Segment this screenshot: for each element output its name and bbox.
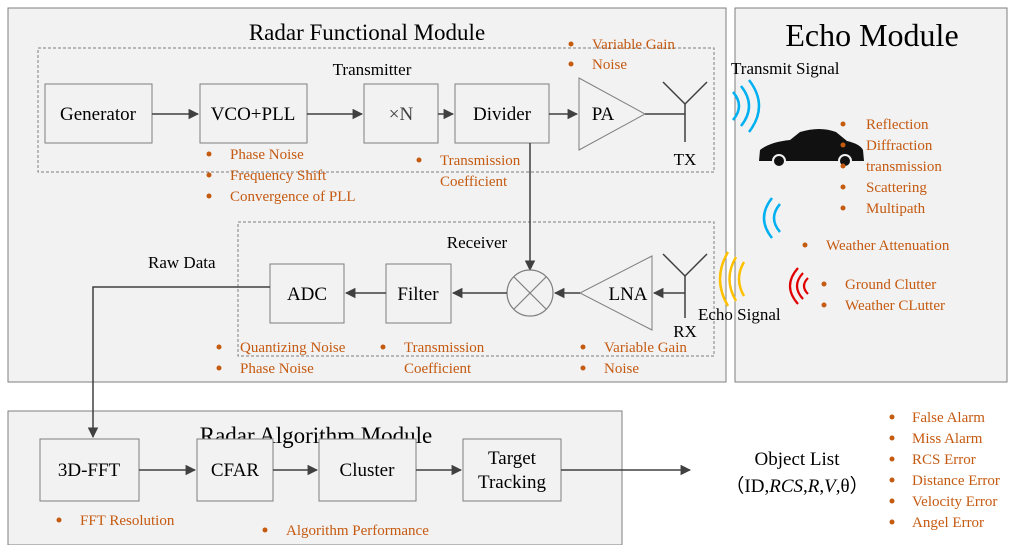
- receiver-label: Receiver: [447, 233, 508, 252]
- rx-antenna-icon: [662, 253, 708, 318]
- echo-effects-list: Reflection Diffraction transmission Scat…: [840, 117, 942, 217]
- echo-module-title: Echo Module: [785, 17, 958, 53]
- svg-text:Phase Noise: Phase Noise: [230, 147, 304, 163]
- raw-data-label: Raw Data: [148, 253, 216, 272]
- filter-label: Filter: [397, 284, 439, 305]
- svg-text:Diffraction: Diffraction: [866, 138, 933, 154]
- svg-text:Velocity Error: Velocity Error: [912, 494, 997, 510]
- target-tracking-label-1: Target: [488, 448, 537, 469]
- echo-module-box: [734, 7, 1008, 383]
- transmitter-label: Transmitter: [333, 60, 412, 79]
- cluster-block: [318, 438, 417, 502]
- vco-pll-block: [199, 83, 308, 144]
- lna-label: LNA: [608, 284, 647, 305]
- algorithm-error-list: Algorithm Performance: [262, 523, 429, 539]
- svg-text:RCS Error: RCS Error: [912, 452, 976, 468]
- car-icon: [759, 129, 864, 168]
- object-list-fields: （ID,RCS,R,V,θ）: [725, 475, 868, 497]
- functional-module-title: Radar Functional Module: [249, 20, 485, 45]
- transmit-signal-waves-icon: [732, 79, 761, 133]
- svg-text:Reflection: Reflection: [866, 117, 929, 133]
- pa-amplifier-triangle: [578, 77, 647, 151]
- echo-signal-label: Echo Signal: [698, 305, 781, 324]
- svg-text:Transmission: Transmission: [440, 153, 521, 169]
- svg-text:transmission: transmission: [866, 159, 942, 175]
- svg-text:Variable Gain: Variable Gain: [604, 340, 687, 356]
- svg-text:Convergence of PLL: Convergence of PLL: [230, 189, 356, 205]
- divider-error-list: Transmission Coefficient: [416, 153, 521, 190]
- rx-label: RX: [673, 322, 697, 341]
- divider-label: Divider: [473, 104, 532, 125]
- svg-text:Frequency Shift: Frequency Shift: [230, 168, 327, 184]
- transmit-signal-label: Transmit Signal: [731, 59, 840, 78]
- svg-text:Weather CLutter: Weather CLutter: [845, 298, 945, 314]
- weather-list: Weather Attenuation: [802, 238, 950, 254]
- clutter-list: Ground Clutter Weather CLutter: [821, 277, 945, 314]
- adc-error-list: Quantizing Noise Phase Noise: [216, 340, 346, 377]
- divider-block: [454, 83, 550, 144]
- pa-label: PA: [592, 104, 615, 125]
- adc-label: ADC: [287, 284, 327, 305]
- svg-text:Noise: Noise: [592, 57, 627, 73]
- svg-text:Weather Attenuation: Weather Attenuation: [826, 238, 950, 254]
- target-tracking-label-2: Tracking: [478, 472, 546, 493]
- adc-block: [269, 263, 345, 324]
- weather-waves-icon: [762, 197, 781, 239]
- raw-data-path: [87, 286, 270, 439]
- functional-module-box: [7, 7, 727, 383]
- svg-text:Quantizing Noise: Quantizing Noise: [240, 340, 346, 356]
- svg-text:Coefficient: Coefficient: [440, 174, 508, 190]
- fft-label: 3D-FFT: [58, 460, 121, 481]
- mixer-icon: [506, 269, 554, 317]
- svg-text:Algorithm Performance: Algorithm Performance: [286, 523, 429, 539]
- cluster-label: Cluster: [340, 460, 396, 481]
- transmitter-box: [37, 47, 715, 173]
- svg-text:Ground Clutter: Ground Clutter: [845, 277, 936, 293]
- vco-pll-label: VCO+PLL: [211, 104, 296, 125]
- svg-text:Phase Noise: Phase Noise: [240, 361, 314, 377]
- svg-text:FFT Resolution: FFT Resolution: [80, 513, 175, 529]
- multiplier-label: ×N: [389, 104, 414, 125]
- fft-error-list: FFT Resolution: [56, 513, 175, 529]
- lna-error-list: Variable Gain Noise: [580, 340, 687, 377]
- svg-text:Noise: Noise: [604, 361, 639, 377]
- svg-text:Angel Error: Angel Error: [912, 515, 984, 531]
- lna-amplifier-triangle: [578, 255, 653, 331]
- svg-text:Transmission: Transmission: [404, 340, 485, 356]
- echo-signal-waves-icon: [718, 251, 746, 307]
- clutter-waves-icon: [788, 267, 809, 305]
- svg-text:Variable Gain: Variable Gain: [592, 37, 675, 53]
- tx-label: TX: [674, 150, 697, 169]
- svg-text:False Alarm: False Alarm: [912, 410, 985, 426]
- pa-error-list: Variable Gain Noise: [568, 37, 675, 73]
- receiver-box: [237, 221, 715, 357]
- filter-error-list: Transmission Coefficient: [380, 340, 485, 377]
- vco-error-list: Phase Noise Frequency Shift Convergence …: [206, 147, 356, 205]
- svg-text:Miss Alarm: Miss Alarm: [912, 431, 983, 447]
- object-error-list: False Alarm Miss Alarm RCS Error Distanc…: [889, 410, 1000, 531]
- svg-text:Coefficient: Coefficient: [404, 361, 472, 377]
- target-tracking-block: [462, 438, 562, 502]
- object-list-label: Object List: [755, 449, 841, 470]
- cfar-label: CFAR: [211, 460, 260, 481]
- svg-text:Scattering: Scattering: [866, 180, 927, 196]
- filter-block: [385, 263, 452, 324]
- tx-antenna-icon: [662, 81, 708, 142]
- generator-label: Generator: [60, 104, 137, 125]
- svg-text:Multipath: Multipath: [866, 201, 926, 217]
- svg-text:Distance Error: Distance Error: [912, 473, 1000, 489]
- fft-block: [39, 438, 140, 502]
